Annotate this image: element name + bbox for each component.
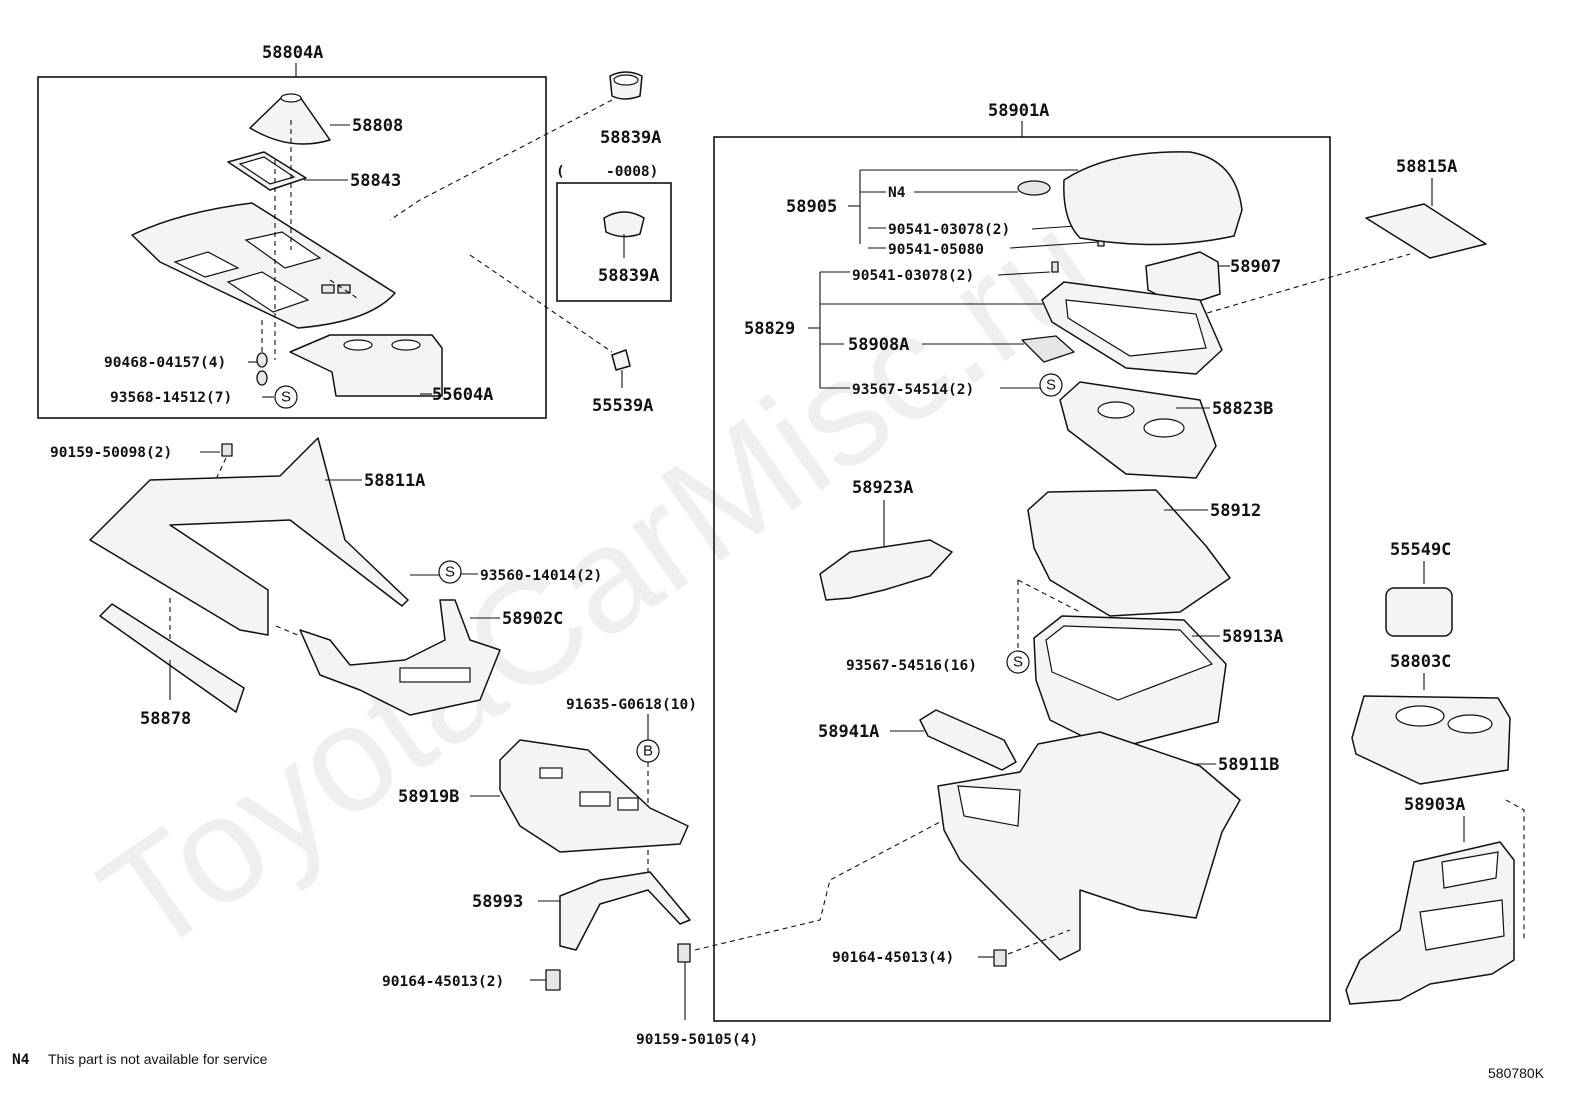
console-body-58911B-part[interactable] <box>937 731 1241 961</box>
label-58919B[interactable]: 58919B <box>398 787 459 807</box>
label-58878[interactable]: 58878 <box>140 709 191 729</box>
label-90541-03078-b[interactable]: 90541-03078(2) <box>852 268 974 284</box>
label-58804A[interactable]: 58804A <box>262 43 323 63</box>
label-90541-03078-a[interactable]: 90541-03078(2) <box>888 222 1010 238</box>
variant-open: ( <box>556 164 565 180</box>
label-58839A-box[interactable]: 58839A <box>598 266 659 286</box>
console-side-panel-part[interactable] <box>89 437 409 636</box>
group-box-58804A <box>37 76 547 419</box>
label-58815A[interactable]: 58815A <box>1396 157 1457 177</box>
svg-text:S: S <box>1046 377 1056 394</box>
label-91635[interactable]: 91635-G0618(10) <box>566 697 697 713</box>
symbol-S <box>438 560 462 584</box>
label-58903A[interactable]: 58903A <box>1404 795 1465 815</box>
label-58808[interactable]: 58808 <box>352 116 403 136</box>
bracket-58923A-part[interactable] <box>819 539 953 601</box>
bracket-58993-part[interactable] <box>559 871 691 951</box>
label-58843[interactable]: 58843 <box>350 171 401 191</box>
label-90159-50105[interactable]: 90159-50105(4) <box>636 1032 758 1048</box>
variant-code: -0008) <box>606 164 658 180</box>
label-58905[interactable]: 58905 <box>786 197 837 217</box>
symbol-S <box>1039 373 1063 397</box>
symbol-S <box>274 385 298 409</box>
label-90164-left[interactable]: 90164-45013(2) <box>382 974 504 990</box>
group-58839A: 58839A ( -0008) 58839A 55539A <box>389 71 672 416</box>
group-front-bracket: 91635-G0618(10) B 58919B 58993 90164-450… <box>382 697 941 1048</box>
label-58941A[interactable]: 58941A <box>818 722 879 742</box>
strip-58941A-part[interactable] <box>919 709 1017 771</box>
label-93567-54516[interactable]: 93567-54516(16) <box>846 658 977 674</box>
console-upper-panel-part[interactable] <box>131 202 396 329</box>
box-58912-part[interactable] <box>1027 489 1231 617</box>
label-58829[interactable]: 58829 <box>744 319 795 339</box>
bolt-90164-left[interactable] <box>545 969 561 991</box>
label-58908A[interactable]: 58908A <box>848 335 909 355</box>
armrest-lid-part[interactable] <box>1063 151 1243 246</box>
label-58811A[interactable]: 58811A <box>364 471 425 491</box>
label-90541-05080[interactable]: 90541-05080 <box>888 242 984 258</box>
pad-55549C-part[interactable] <box>1385 587 1453 637</box>
label-90164-right[interactable]: 90164-45013(4) <box>832 950 954 966</box>
label-58803C[interactable]: 58803C <box>1390 652 1451 672</box>
clip-fastener[interactable] <box>256 352 268 368</box>
footnote-code: N4 <box>12 1052 30 1068</box>
group-58901A: 58901A 58905 N4 90541-03078(2) 90541-050… <box>713 101 1411 1022</box>
label-90159-50098[interactable]: 90159-50098(2) <box>50 445 172 461</box>
label-90468[interactable]: 90468-04157(4) <box>104 355 226 371</box>
label-93560[interactable]: 93560-14014(2) <box>480 568 602 584</box>
variant-box <box>556 182 672 302</box>
cap-55539A-part[interactable] <box>611 349 631 371</box>
label-58993[interactable]: 58993 <box>472 892 523 912</box>
emblem-N4-part[interactable] <box>1017 180 1051 196</box>
figure-code: 580780K <box>1488 1065 1545 1081</box>
bolt-90164-right[interactable] <box>993 949 1007 967</box>
svg-text:S: S <box>1013 654 1023 671</box>
pad-58839A-variant-part[interactable] <box>603 211 645 238</box>
cupholder-58823B-part[interactable] <box>1059 381 1217 479</box>
label-93567-54514[interactable]: 93567-54514(2) <box>852 382 974 398</box>
group-right-parts: 58815A 55549C 58803C 58903A <box>1345 157 1525 1005</box>
svg-text:S: S <box>281 389 291 406</box>
screw-90159-50098[interactable] <box>221 443 233 457</box>
label-55604A[interactable]: 55604A <box>432 385 493 405</box>
label-58912[interactable]: 58912 <box>1210 501 1261 521</box>
label-58901A[interactable]: 58901A <box>988 101 1049 121</box>
group-console-side: 90159-50098(2) 58811A S 93560-14014(2) 5… <box>50 437 602 729</box>
label-55539A[interactable]: 55539A <box>592 396 653 416</box>
shift-boot-part[interactable] <box>249 96 331 145</box>
screw-90159-50105[interactable] <box>677 943 691 963</box>
trim-strip-58878-part[interactable] <box>99 603 245 713</box>
label-58911B[interactable]: 58911B <box>1218 755 1279 775</box>
latch-58908A-part[interactable] <box>1021 335 1075 363</box>
label-58913A[interactable]: 58913A <box>1222 627 1283 647</box>
label-58907[interactable]: 58907 <box>1230 257 1281 277</box>
label-55549C[interactable]: 55549C <box>1390 540 1451 560</box>
label-58923A[interactable]: 58923A <box>852 478 913 498</box>
label-58902C[interactable]: 58902C <box>502 609 563 629</box>
footnote: N4 This part is not available for servic… <box>12 1051 268 1068</box>
label-N4[interactable]: N4 <box>888 185 906 201</box>
svg-text:B: B <box>643 743 653 760</box>
pad-58815A-part[interactable] <box>1365 203 1487 259</box>
symbol-S <box>1006 650 1030 674</box>
label-58823B[interactable]: 58823B <box>1212 399 1273 419</box>
label-93568[interactable]: 93568-14512(7) <box>110 390 232 406</box>
group-58804A: 58804A 58808 58843 55604A 90468-04157(4)… <box>37 43 547 419</box>
label-58839A-top[interactable]: 58839A <box>600 128 661 148</box>
bracket-58902C-part[interactable] <box>299 599 501 716</box>
footnote-text: This part is not available for service <box>48 1051 268 1067</box>
svg-text:S: S <box>445 564 455 581</box>
